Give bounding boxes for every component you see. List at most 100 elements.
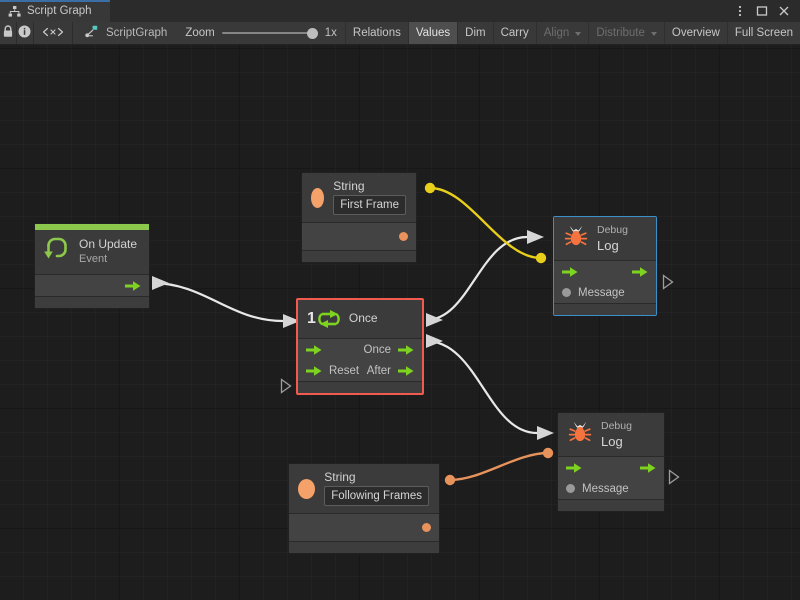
- node-string-first-header: String First Frame: [302, 173, 416, 224]
- scriptgraph-icon: [85, 25, 99, 41]
- node-debug-log-bottom-titles: Debug Log: [601, 420, 632, 449]
- string-value-field-first[interactable]: First Frame: [333, 194, 406, 216]
- maximize-button[interactable]: [752, 1, 772, 21]
- string-output-port-following[interactable]: [422, 523, 431, 533]
- wire-once-to-debug-top: [425, 230, 544, 327]
- node-string-following-footer: [289, 542, 439, 554]
- wire-string-first-to-message: [424, 182, 547, 264]
- node-on-update-title: On Update: [79, 236, 138, 251]
- node-string-first-frame[interactable]: String First Frame: [301, 172, 417, 264]
- flow-output-port-debug-top[interactable]: [632, 266, 648, 278]
- wire-onupdate-to-once: [151, 276, 300, 328]
- node-string-first-footer: [302, 251, 416, 263]
- toolbar-button-distribute-label: Distribute: [596, 27, 645, 39]
- close-button[interactable]: [774, 1, 794, 21]
- window-controls: [730, 0, 798, 22]
- zoom-label: Zoom: [185, 27, 215, 39]
- node-debug-log-top-footer: [554, 304, 656, 316]
- graph-canvas[interactable]: On Update Event: [0, 45, 800, 600]
- node-on-update[interactable]: On Update Event: [34, 223, 150, 309]
- flow-input-port-debug-top[interactable]: [562, 266, 578, 278]
- flow-input-port-reset[interactable]: Reset: [306, 365, 359, 377]
- node-on-update-header: On Update Event: [35, 224, 149, 275]
- zoom-control: Zoom 1x: [177, 22, 345, 44]
- toolbar-button-full-screen-label: Full Screen: [734, 27, 793, 39]
- wire-after-to-debug-bottom: [425, 334, 554, 440]
- zoom-slider-handle[interactable]: [306, 28, 318, 39]
- info-button[interactable]: [17, 22, 34, 44]
- flow-output-port-debug-bottom[interactable]: [640, 462, 656, 474]
- port-row-debug-bottom-flow: [558, 457, 664, 478]
- once-loop-icon: 1: [307, 307, 340, 331]
- unconnected-input-stub-reset[interactable]: [280, 378, 292, 394]
- flow-output-port-after[interactable]: After: [367, 365, 414, 377]
- toolbar-button-overview[interactable]: Overview: [663, 22, 727, 44]
- flow-arrow-icon: [306, 344, 322, 355]
- node-string-following-header: String Following Frames: [289, 464, 439, 515]
- tab-script-graph[interactable]: Script Graph: [0, 0, 110, 22]
- node-debug-log-bottom-footer: [558, 500, 664, 512]
- string-value-field-following[interactable]: Following Frames: [324, 485, 429, 507]
- node-debug-log-top-title-big: Log: [597, 237, 619, 253]
- node-string-first-titles: String First Frame: [333, 179, 406, 216]
- info-icon: [18, 25, 31, 41]
- chevron-down-icon: [575, 31, 582, 36]
- toolbar-button-relations[interactable]: Relations: [344, 22, 408, 44]
- node-on-update-body: [35, 275, 149, 297]
- kebab-menu-button[interactable]: [730, 1, 750, 21]
- code-view-button[interactable]: [34, 22, 73, 44]
- toolbar-button-values-label: Values: [415, 27, 451, 39]
- toolbar-button-dim[interactable]: Dim: [457, 22, 492, 44]
- flow-arrow-icon: [398, 365, 414, 376]
- bug-icon: [563, 224, 589, 253]
- zoom-slider-track: [221, 32, 318, 34]
- node-string-first-title: String: [333, 179, 365, 193]
- flow-output-port[interactable]: [125, 280, 141, 292]
- toolbar-button-full-screen[interactable]: Full Screen: [726, 22, 800, 44]
- node-once-output-once-label: Once: [363, 343, 392, 356]
- toolbar-button-values[interactable]: Values: [407, 22, 458, 44]
- node-string-following-titles: String Following Frames: [324, 470, 429, 507]
- node-on-update-titles: On Update Event: [79, 236, 138, 265]
- node-debug-log-bottom[interactable]: Debug Log: [557, 412, 665, 513]
- node-debug-log-bottom-title-small: Debug: [601, 420, 632, 432]
- port-row-string-out-first: [302, 223, 416, 250]
- unconnected-output-stub-debug-top[interactable]: [662, 274, 674, 290]
- flow-arrow-icon: [125, 280, 141, 291]
- flow-arrow-icon: [306, 365, 322, 376]
- flow-arrow-icon: [398, 344, 414, 355]
- flow-input-port-debug-bottom[interactable]: [566, 462, 582, 474]
- node-debug-log-bottom-message-label: Message: [582, 482, 629, 495]
- flow-arrow-icon: [566, 462, 582, 473]
- flow-output-port-once[interactable]: Once: [364, 344, 415, 356]
- toolbar-button-distribute[interactable]: Distribute: [588, 22, 664, 44]
- node-debug-log-top-titles: Debug Log: [597, 224, 628, 253]
- node-on-update-footer: [35, 297, 149, 308]
- graph-name-breadcrumb[interactable]: ScriptGraph: [73, 22, 177, 44]
- node-on-update-subtitle: Event: [79, 252, 108, 265]
- toolbar-button-overview-label: Overview: [671, 27, 720, 39]
- toolbar-button-relations-label: Relations: [352, 27, 401, 39]
- node-once-header: 1 Once: [298, 300, 422, 339]
- node-once-input-reset-label: Reset: [329, 364, 360, 377]
- value-input-dot: [566, 484, 575, 494]
- port-row-trigger-out: [35, 275, 149, 296]
- toolbar-button-align[interactable]: Align: [535, 22, 589, 44]
- lock-button[interactable]: [0, 22, 17, 44]
- chevron-down-icon: [650, 31, 657, 36]
- toolbar-button-carry[interactable]: Carry: [492, 22, 536, 44]
- flow-input-port-enter[interactable]: [306, 344, 322, 356]
- flow-arrow-icon: [640, 462, 656, 473]
- message-input-port-debug-top[interactable]: Message: [562, 287, 625, 299]
- zoom-slider[interactable]: [221, 26, 318, 40]
- value-output-dot: [399, 232, 408, 242]
- node-once-title: Once: [348, 311, 378, 326]
- node-string-following-frames[interactable]: String Following Frames: [288, 463, 440, 555]
- message-input-port-debug-bottom[interactable]: Message: [566, 483, 629, 495]
- unconnected-output-stub-debug-bottom[interactable]: [668, 469, 680, 485]
- node-once[interactable]: 1 Once: [296, 298, 424, 395]
- node-debug-log-top-header: Debug Log: [554, 217, 656, 262]
- string-output-port-first[interactable]: [399, 232, 408, 242]
- update-loop-icon: [44, 236, 70, 267]
- node-debug-log-top[interactable]: Debug Log: [553, 216, 657, 317]
